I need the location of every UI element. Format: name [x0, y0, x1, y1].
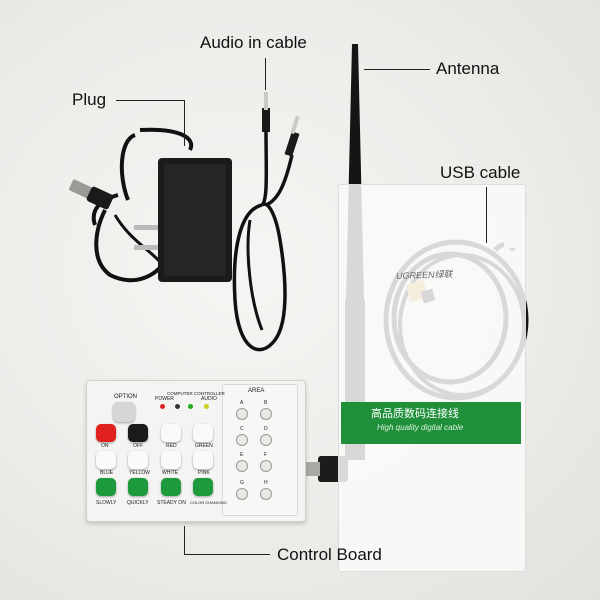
- controller-led: [188, 404, 193, 409]
- quickly-label: QUICKLY: [127, 500, 149, 506]
- red-label: RED: [166, 443, 177, 449]
- usb-cable-leader: [486, 187, 487, 243]
- computer-led: [175, 404, 180, 409]
- blue-label: BLUE: [100, 470, 114, 476]
- slowly-label: SLOWLY: [96, 500, 117, 506]
- plug-adapter: [69, 127, 232, 283]
- plug-label: Plug: [72, 90, 107, 109]
- on-button[interactable]: [96, 424, 116, 442]
- bag-brand-text: UGREEN绿联: [395, 269, 453, 281]
- on-label: ON: [101, 443, 109, 449]
- area-h-button[interactable]: [260, 488, 272, 500]
- slowly-button[interactable]: [96, 478, 116, 496]
- steady-on-button[interactable]: [161, 478, 181, 496]
- usb-cable-label: USB cable: [440, 163, 521, 182]
- antenna-label: Antenna: [436, 59, 500, 78]
- yellow-button[interactable]: [128, 451, 148, 469]
- area-letter-f: F: [264, 452, 268, 458]
- control-board-leader-h: [184, 554, 270, 555]
- usb-cable-bag: [338, 184, 526, 572]
- green-label: GREEN: [195, 443, 213, 449]
- bag-band-english-text: High quality digital cable: [377, 423, 464, 432]
- green-button[interactable]: [193, 424, 213, 442]
- audio-in-cable-label: Audio in cable: [200, 33, 307, 52]
- area-letter-c: C: [240, 426, 244, 432]
- pink-button[interactable]: [193, 451, 213, 469]
- control-board-leader-v: [184, 526, 185, 554]
- audio-cable: [232, 92, 300, 352]
- blue-button[interactable]: [96, 451, 116, 469]
- area-c-button[interactable]: [236, 434, 248, 446]
- area-letter-a: A: [240, 400, 244, 406]
- control-board-label: Control Board: [277, 545, 382, 564]
- white-label: WHITE: [162, 470, 179, 476]
- white-button[interactable]: [161, 451, 181, 469]
- off-label: OFF: [133, 443, 143, 449]
- area-a-button[interactable]: [236, 408, 248, 420]
- bag-band-chinese-text: 高品质数码连接线: [371, 408, 459, 420]
- area-b-button[interactable]: [260, 408, 272, 420]
- power-label: POWER: [155, 396, 174, 402]
- area-f-button[interactable]: [260, 460, 272, 472]
- color-changing-label: COLOR CHANGING: [190, 500, 227, 505]
- antenna-leader: [364, 69, 430, 70]
- power-led: [160, 404, 165, 409]
- yellow-label: YELLOW: [129, 470, 150, 476]
- option-button[interactable]: [113, 402, 135, 422]
- area-letter-b: B: [264, 400, 268, 406]
- area-e-button[interactable]: [236, 460, 248, 472]
- computer-controller-label: COMPUTER CONTROLLER: [167, 391, 225, 396]
- area-d-button[interactable]: [260, 434, 272, 446]
- plug-leader-h: [116, 100, 184, 101]
- area-g-button[interactable]: [236, 488, 248, 500]
- audio-cable-leader: [265, 58, 266, 90]
- color-changing-button[interactable]: [193, 478, 213, 496]
- option-label: OPTION: [114, 394, 138, 400]
- pink-label: PINK: [198, 470, 210, 476]
- off-button[interactable]: [128, 424, 148, 442]
- bag-green-band: [341, 402, 521, 444]
- area-title: AREA: [248, 388, 265, 394]
- area-letter-h: H: [264, 480, 268, 486]
- area-letter-g: G: [240, 480, 244, 486]
- plug-leader-v: [184, 100, 185, 146]
- red-button[interactable]: [161, 424, 181, 442]
- quickly-button[interactable]: [128, 478, 148, 496]
- area-letter-d: D: [264, 426, 268, 432]
- audio-led: [204, 404, 209, 409]
- audio-label: AUDIO: [201, 396, 217, 402]
- area-letter-e: E: [240, 452, 244, 458]
- steady-on-label: STEADY ON: [157, 500, 186, 506]
